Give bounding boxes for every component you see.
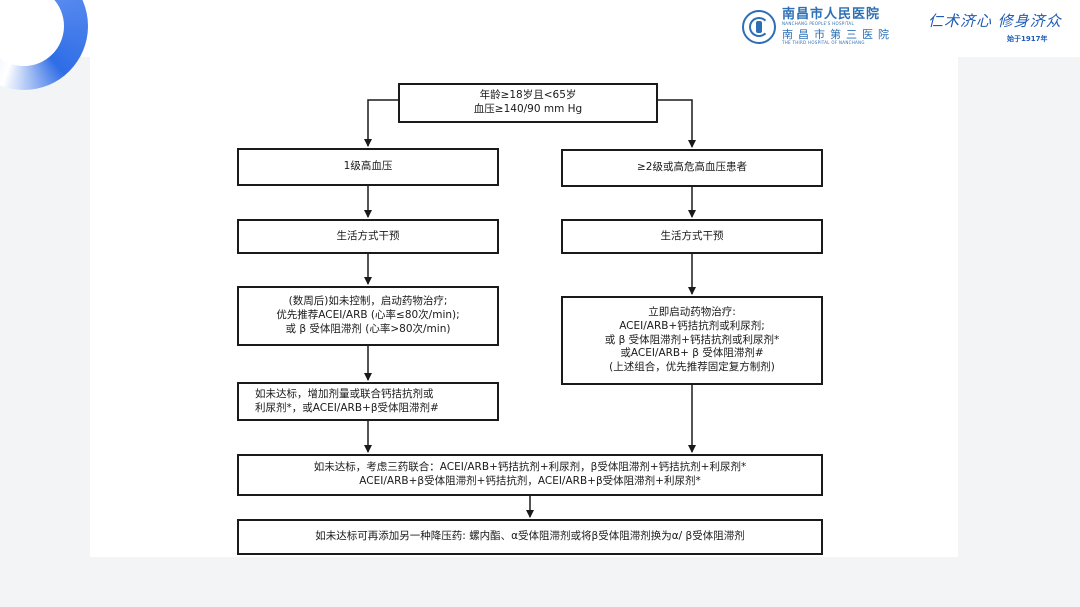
hospital-motto: 仁术济心 修身济众 bbox=[928, 12, 1062, 30]
edge-criteria-grade1 bbox=[364, 99, 398, 147]
header-band bbox=[0, 0, 1080, 57]
flow-node-criteria: 年龄≥18岁且<65岁 血压≥140/90 mm Hg bbox=[398, 83, 658, 123]
flow-node-grade1: 1级高血压 bbox=[237, 148, 499, 186]
edge-criteria-grade2 bbox=[658, 99, 696, 148]
flow-node-drug-left: (数周后)如未控制，启动药物治疗; 优先推荐ACEI/ARB (心率≤80次/m… bbox=[237, 286, 499, 346]
flow-node-lifestyle-right: 生活方式干预 bbox=[561, 219, 823, 254]
flow-node-drug-right: 立即启动药物治疗: ACEI/ARB+钙拮抗剂或利尿剂; 或 β 受体阻滞剂+钙… bbox=[561, 296, 823, 385]
hospital-name: 南昌市人民医院 bbox=[782, 7, 881, 22]
flow-node-final: 如未达标可再添加另一种降压药: 螺内酯、α受体阻滞剂或将β受体阻滞剂换为α/ β… bbox=[237, 519, 823, 555]
flowchart-panel: 年龄≥18岁且<65岁 血压≥140/90 mm Hg 1级高血压 ≥2级或高危… bbox=[90, 57, 958, 557]
hospital-alt-name-en: THE THIRD HOSPITAL OF NANCHANG bbox=[782, 40, 865, 45]
flow-node-triple: 如未达标，考虑三药联合：ACEI/ARB+钙拮抗剂+利尿剂，β受体阻滞剂+钙拮抗… bbox=[237, 454, 823, 496]
flow-node-lifestyle-left: 生活方式干预 bbox=[237, 219, 499, 254]
founded-year: 始于1917年 bbox=[1007, 35, 1048, 43]
flowchart-edges bbox=[364, 99, 696, 518]
hospital-alt-name: 南昌市第三医院 bbox=[782, 28, 894, 41]
decorative-ring bbox=[0, 0, 88, 90]
hospital-emblem-icon bbox=[742, 9, 776, 44]
hospital-name-block: 南昌市人民医院 NANCHANG PEOPLE'S HOSPITAL 南昌市第三… bbox=[782, 8, 894, 45]
flow-node-grade2: ≥2级或高危高血压患者 bbox=[561, 149, 823, 187]
hospital-logo: 南昌市人民医院 NANCHANG PEOPLE'S HOSPITAL 南昌市第三… bbox=[742, 8, 894, 45]
flow-node-escalate-left: 如未达标，增加剂量或联合钙拮抗剂或 利尿剂*，或ACEI/ARB+β受体阻滞剂# bbox=[237, 382, 499, 421]
hospital-name-en: NANCHANG PEOPLE'S HOSPITAL bbox=[782, 21, 854, 26]
